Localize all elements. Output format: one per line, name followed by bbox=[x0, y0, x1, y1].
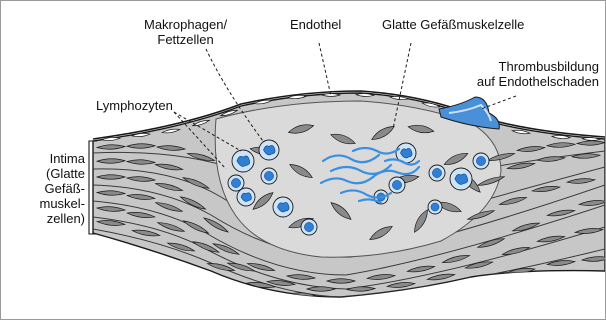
muscle-cell bbox=[457, 279, 485, 287]
label-endothel: Endothel bbox=[290, 17, 341, 32]
label-macrophages: Makrophagen/ Fettzellen bbox=[144, 17, 227, 47]
lymphocyte-nucleus bbox=[231, 178, 240, 187]
label-thrombus: Thrombusbildung auf Endothelschaden bbox=[467, 59, 599, 89]
lymphocyte-nucleus bbox=[264, 171, 273, 180]
lymphocyte-nucleus bbox=[431, 203, 439, 211]
lymphocyte-nucleus bbox=[432, 168, 441, 177]
lymphocyte-nucleus bbox=[476, 156, 485, 165]
label-lymphocytes: Lymphozyten bbox=[96, 98, 173, 113]
label-smooth-muscle-cell: Glatte Gefäßmuskelzelle bbox=[382, 17, 524, 32]
lymphocyte-nucleus bbox=[304, 222, 313, 231]
lymphocyte-nucleus bbox=[392, 180, 401, 189]
label-intima: Intima (Glatte Gefäß- muskel- zellen) bbox=[19, 151, 85, 226]
